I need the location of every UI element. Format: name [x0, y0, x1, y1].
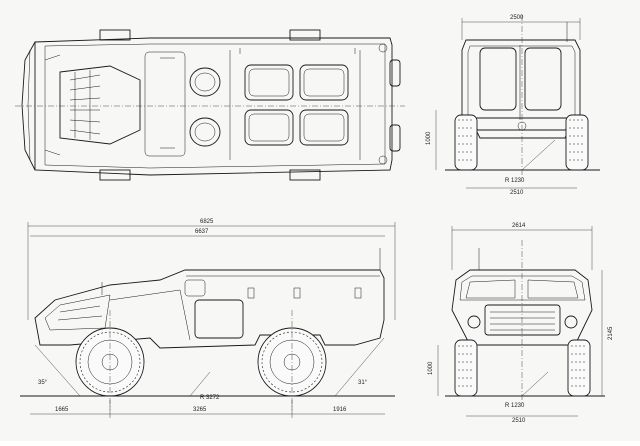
front-ground-dim: 1000	[428, 361, 434, 375]
rear-track-dim: 2510	[510, 190, 524, 196]
rear-radius-dim: R 1230	[505, 178, 525, 184]
approach-angle-dim: 35°	[38, 380, 48, 386]
front-height-dim: 2145	[608, 326, 614, 340]
overall-length-dim: 6825	[200, 219, 214, 225]
front-overhang-dim: 1665	[55, 407, 69, 413]
front-track-dim: 2510	[512, 418, 526, 424]
departure-angle-dim: 31°	[358, 380, 368, 386]
top-view	[15, 29, 405, 181]
rear-overhang-dim: 1916	[333, 407, 347, 413]
front-radius-dim: R 1230	[505, 403, 525, 409]
rear-height-dim: 1000	[426, 131, 432, 145]
rear-width-dim: 2500	[510, 15, 524, 21]
front-view: 2614 2145 1000 R 1230 2510	[428, 223, 614, 424]
side-view: 35° 31° R 3272 6825 6637 1665 3265 1916	[20, 219, 396, 418]
turning-radius-dim: R 3272	[200, 395, 220, 401]
wheelbase-dim: 3265	[193, 407, 207, 413]
rear-view: 2500 1000 R 1230 2510	[426, 15, 600, 196]
body-length-dim: 6637	[195, 229, 209, 235]
front-width-dim: 2614	[512, 223, 526, 229]
